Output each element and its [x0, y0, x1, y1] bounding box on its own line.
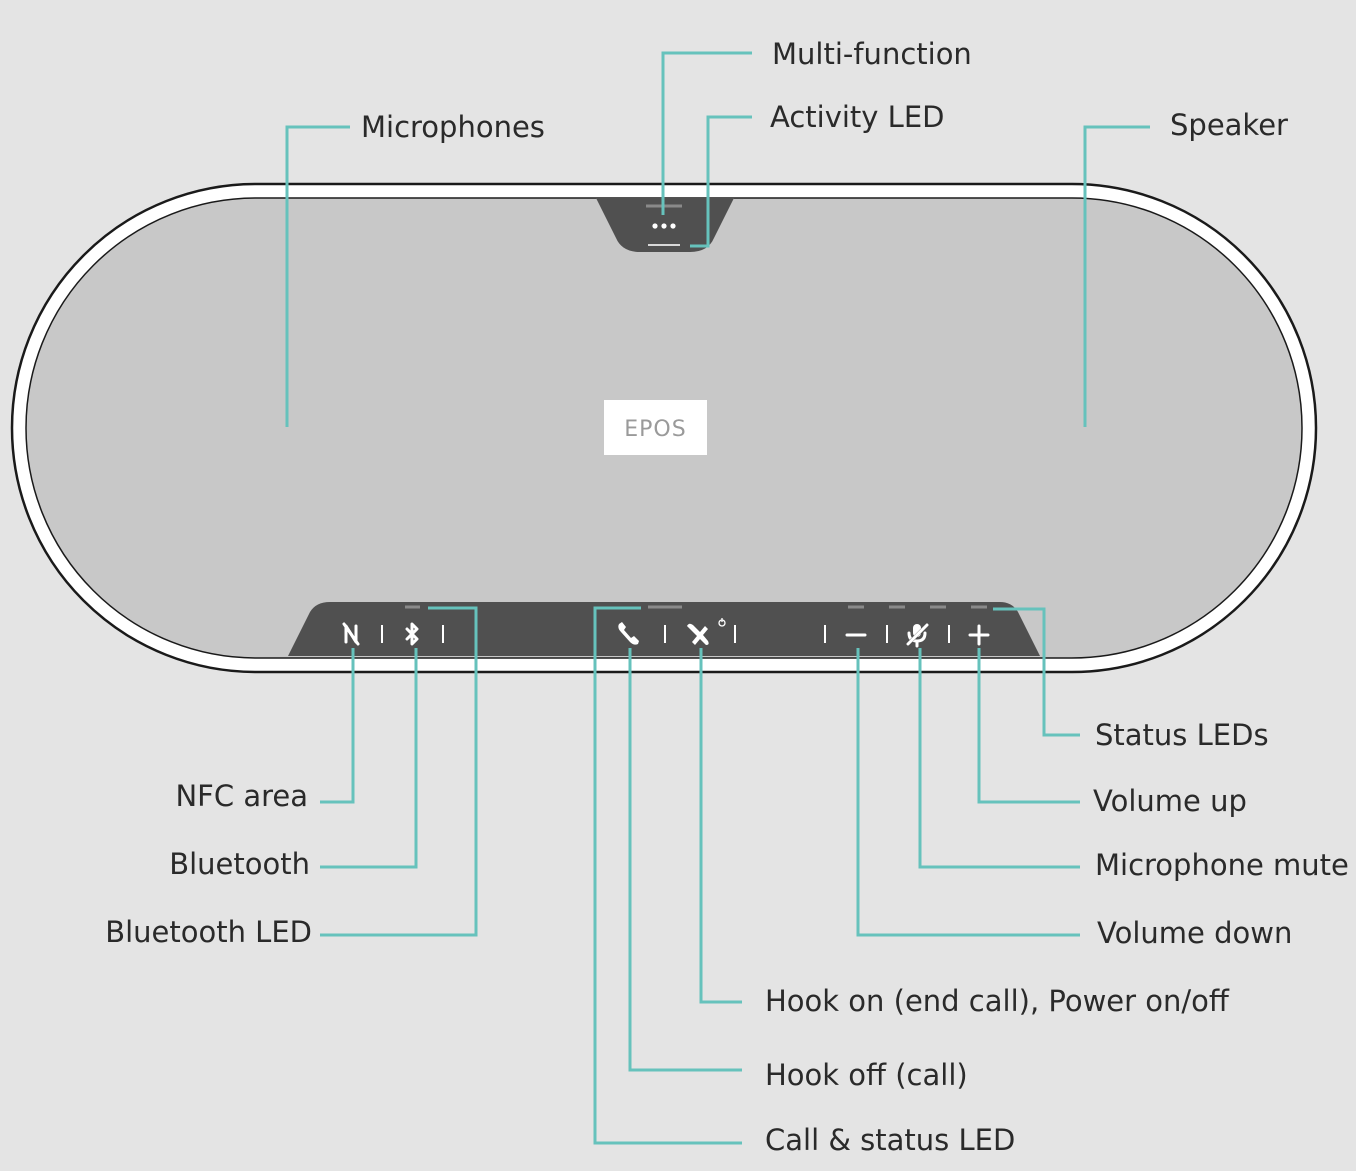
- callout-microphone-mute: [918, 648, 1080, 869]
- callout-volume-up: [977, 648, 1080, 804]
- label-microphone-mute: Microphone mute: [1095, 848, 1349, 882]
- callout-hook-off: [628, 648, 742, 1072]
- label-status-leds: Status LEDs: [1095, 718, 1269, 752]
- label-hook-on: Hook on (end call), Power on/off: [765, 984, 1229, 1018]
- mic-mute-icon[interactable]: [906, 623, 929, 648]
- multi-function-tab: [596, 198, 734, 252]
- callout-status-leds: [993, 607, 1080, 737]
- label-bluetooth: Bluetooth: [169, 847, 310, 881]
- callout-bluetooth-led: [320, 606, 478, 937]
- label-microphones: Microphones: [361, 110, 545, 144]
- phone-hook-off-icon[interactable]: [618, 622, 639, 645]
- callout-multi-function: [661, 51, 752, 215]
- callout-lines: [285, 51, 1150, 1145]
- label-volume-up: Volume up: [1093, 784, 1247, 818]
- brand-logo: EPOS: [624, 417, 686, 442]
- callout-nfc-area: [320, 648, 355, 804]
- control-panel: [288, 602, 1040, 656]
- label-multi-function: Multi-function: [772, 37, 972, 71]
- plus-icon[interactable]: [968, 624, 990, 646]
- label-volume-down: Volume down: [1097, 916, 1293, 950]
- label-hook-off: Hook off (call): [765, 1058, 968, 1092]
- callout-volume-down: [856, 648, 1080, 937]
- callout-hook-on: [699, 648, 742, 1004]
- multi-function-dots-icon[interactable]: [652, 223, 676, 229]
- callout-call-status-led: [593, 606, 742, 1145]
- brand-badge: EPOS: [604, 400, 707, 455]
- callout-microphones: [285, 125, 350, 427]
- callout-activity-led: [690, 115, 752, 248]
- label-call-status-led: Call & status LED: [765, 1123, 1016, 1157]
- label-activity-led: Activity LED: [770, 100, 945, 134]
- label-nfc-area: NFC area: [175, 779, 308, 813]
- label-bluetooth-led: Bluetooth LED: [105, 915, 312, 949]
- callout-bluetooth: [320, 648, 418, 869]
- phone-hook-on-power-icon[interactable]: [687, 618, 726, 645]
- bluetooth-icon[interactable]: [405, 622, 419, 646]
- nfc-icon[interactable]: [342, 622, 360, 646]
- label-speaker: Speaker: [1170, 108, 1288, 142]
- callout-speaker: [1083, 125, 1150, 427]
